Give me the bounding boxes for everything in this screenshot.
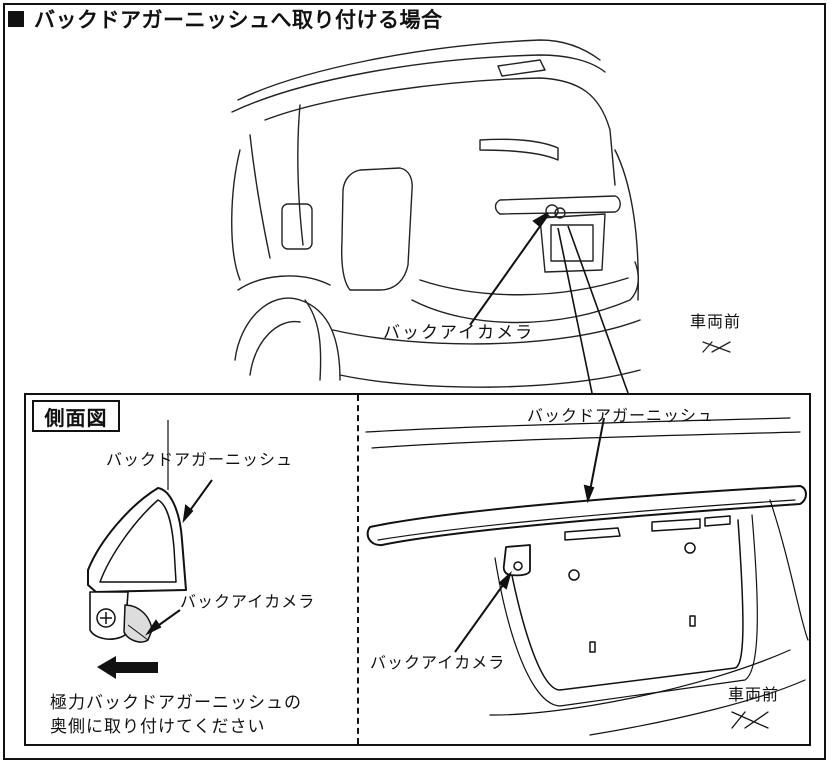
detail-direction-label: 車両前 [728,685,780,704]
note-line-2: 奥側に取り付けてください [50,717,266,737]
side-view-heading: 側面図 [32,400,120,432]
title-square-marker [8,11,24,27]
detail-garnish-label: バックドアガーニッシュ [527,406,715,425]
top-camera-label: バックアイカメラ [383,323,535,343]
detail-camera-label: バックアイカメラ [370,653,506,672]
detail-direction-arrow-icon [731,711,769,729]
figure-title: バックドアガーニッシュへ取り付ける場合 [8,4,443,34]
inset-dashed-divider [357,395,359,744]
side-garnish-label: バックドアガーニッシュ [106,450,294,469]
note-line-1: 極力バックドアガーニッシュの [50,693,302,713]
forward-arrow-icon [97,656,158,679]
brake-light-shape [497,59,546,77]
side-camera-label: バックアイカメラ [180,592,316,611]
top-direction-label: 車両前 [690,312,742,331]
direction-arrow-icon [702,341,731,353]
figure-frame [3,3,826,760]
title-text: バックドアガーニッシュへ取り付ける場合 [34,8,443,32]
mounting-note: 極力バックドアガーニッシュの 奥側に取り付けてください [50,691,302,739]
